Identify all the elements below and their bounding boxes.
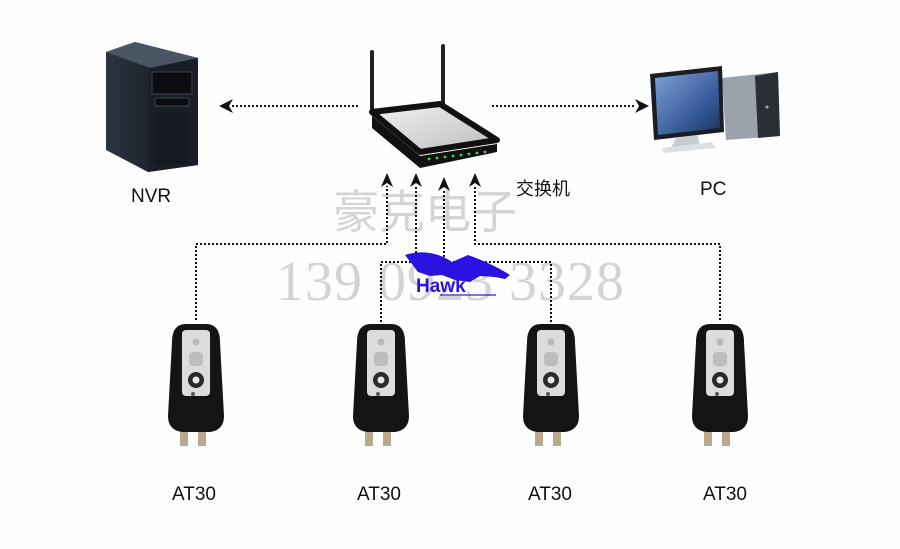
arrow-device3 — [438, 177, 450, 191]
router-leds — [427, 150, 487, 161]
arrowheads — [219, 99, 649, 191]
device-label-4: AT30 — [703, 484, 748, 505]
router-icon — [369, 44, 500, 168]
device-label-1: AT30 — [172, 484, 217, 505]
edge-device2-to-switch — [380, 186, 417, 322]
at30-device-icon — [168, 324, 224, 446]
hawk-logo-text: Hawk — [416, 276, 466, 297]
device-label-3: AT30 — [528, 484, 573, 505]
arrow-to-nvr — [219, 99, 233, 113]
pc-label: PC — [700, 179, 727, 200]
at30-device-icon — [692, 324, 748, 446]
desktop-computer-icon — [650, 66, 780, 153]
edge-device1-to-switch — [195, 186, 388, 320]
arrow-to-pc — [635, 99, 649, 113]
at30-devices — [168, 324, 748, 446]
device-label-2: AT30 — [357, 484, 402, 505]
arrow-device4 — [469, 173, 481, 187]
hawk-logo-watermark: Hawk — [405, 252, 510, 297]
edge-device3-to-switch — [443, 190, 552, 322]
at30-device-icon — [523, 324, 579, 446]
arrow-device2 — [410, 173, 422, 187]
switch-label: 交换机 — [516, 179, 570, 199]
connection-lines — [195, 105, 721, 322]
edge-device4-to-switch — [474, 186, 721, 320]
nvr-label: NVR — [131, 186, 172, 207]
server-tower-icon — [106, 42, 198, 172]
arrow-device1 — [381, 173, 393, 187]
at30-device-icon — [353, 324, 409, 446]
